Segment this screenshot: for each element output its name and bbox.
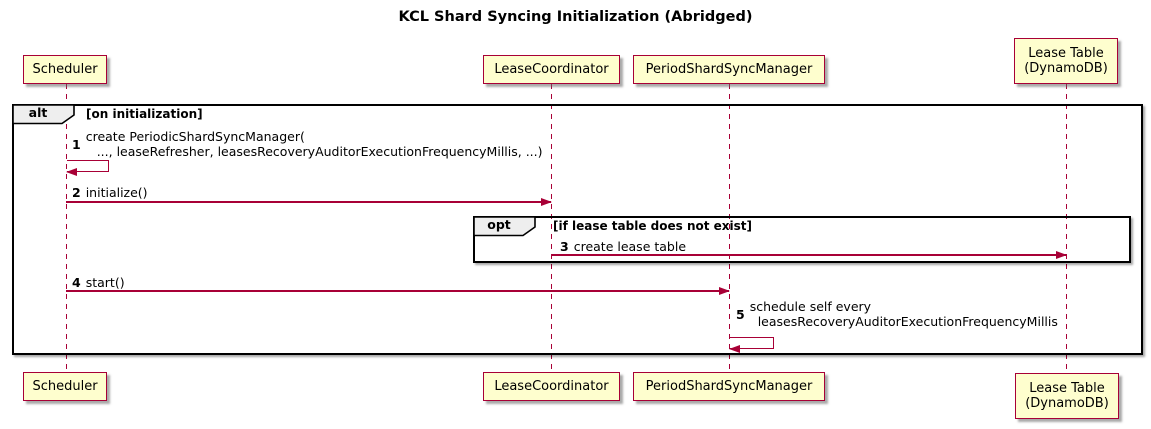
opt-frame — [473, 216, 1131, 263]
lifeline-scheduler — [66, 84, 67, 372]
message-5-text-line2: leasesRecoveryAuditorExecutionFrequencyM… — [757, 314, 1058, 329]
participant-leasecoordinator-top: LeaseCoordinator — [483, 55, 620, 84]
alt-frame-label-text: alt — [28, 105, 48, 120]
message-4-text: start() — [85, 275, 125, 290]
message-1-self-arrow — [66, 160, 109, 177]
lifeline-periodshardsyncmanager — [729, 84, 730, 372]
participant-leasetable-top: Lease Table (DynamoDB) — [1014, 38, 1118, 84]
message-2-text: initialize() — [85, 185, 148, 200]
message-4-label: 4 start() — [72, 275, 125, 290]
participant-leasecoordinator-top-label: LeaseCoordinator — [494, 62, 609, 77]
lifeline-leasecoordinator — [551, 84, 552, 372]
message-3-number: 3 — [560, 239, 569, 254]
opt-frame-condition: [if lease table does not exist] — [553, 219, 753, 233]
message-4-number: 4 — [72, 275, 81, 290]
participant-scheduler-bottom: Scheduler — [23, 372, 107, 401]
message-4-arrow — [66, 287, 730, 294]
message-1-label: 1 create PeriodicShardSyncManager( ..., … — [72, 129, 543, 159]
participant-leasetable-bottom-label-line1: Lease Table — [1029, 381, 1105, 396]
message-2-number: 2 — [72, 185, 81, 200]
diagram-title: KCL Shard Syncing Initialization (Abridg… — [398, 9, 753, 25]
participant-leasecoordinator-bottom: LeaseCoordinator — [483, 372, 620, 401]
participant-leasetable-bottom: Lease Table (DynamoDB) — [1015, 373, 1119, 419]
opt-frame-label: opt — [473, 216, 537, 237]
participant-periodshardsyncmanager-top-label: PeriodShardSyncManager — [645, 62, 813, 77]
participant-scheduler-top: Scheduler — [23, 55, 107, 84]
message-2-label: 2 initialize() — [72, 185, 148, 200]
message-1-text-line2: ..., leaseRefresher, leasesRecoveryAudit… — [96, 144, 543, 159]
lifeline-leasetable — [1066, 84, 1067, 373]
message-5-self-arrow — [729, 337, 774, 354]
message-5-text-line1: schedule self every — [749, 299, 872, 314]
message-3-text: create lease table — [573, 239, 687, 254]
message-1-text-line1: create PeriodicShardSyncManager( — [85, 129, 305, 144]
message-3-arrow — [551, 251, 1067, 258]
participant-scheduler-bottom-label: Scheduler — [32, 379, 98, 394]
opt-frame-label-shape — [473, 216, 536, 237]
message-5-number: 5 — [736, 306, 745, 322]
participant-periodshardsyncmanager-bottom: PeriodShardSyncManager — [633, 372, 825, 401]
participant-leasecoordinator-bottom-label: LeaseCoordinator — [494, 379, 609, 394]
alt-frame-label-shape — [12, 104, 75, 125]
opt-frame-label-text: opt — [487, 217, 511, 232]
participant-periodshardsyncmanager-top: PeriodShardSyncManager — [633, 55, 825, 84]
participant-leasetable-top-label-line1: Lease Table — [1028, 46, 1104, 61]
message-3-label: 3 create lease table — [560, 239, 686, 254]
participant-leasetable-bottom-label-line2: (DynamoDB) — [1025, 396, 1109, 411]
participant-scheduler-top-label: Scheduler — [32, 62, 98, 77]
alt-frame-label: alt — [12, 104, 76, 125]
alt-frame — [12, 104, 1143, 355]
message-5-label: 5 schedule self every leasesRecoveryAudi… — [736, 299, 1058, 329]
message-1-number: 1 — [72, 136, 81, 152]
participant-leasetable-top-label-line2: (DynamoDB) — [1024, 61, 1108, 76]
message-2-arrow — [66, 198, 552, 205]
alt-frame-condition: [on initialization] — [86, 107, 203, 121]
participant-periodshardsyncmanager-bottom-label: PeriodShardSyncManager — [645, 379, 813, 394]
